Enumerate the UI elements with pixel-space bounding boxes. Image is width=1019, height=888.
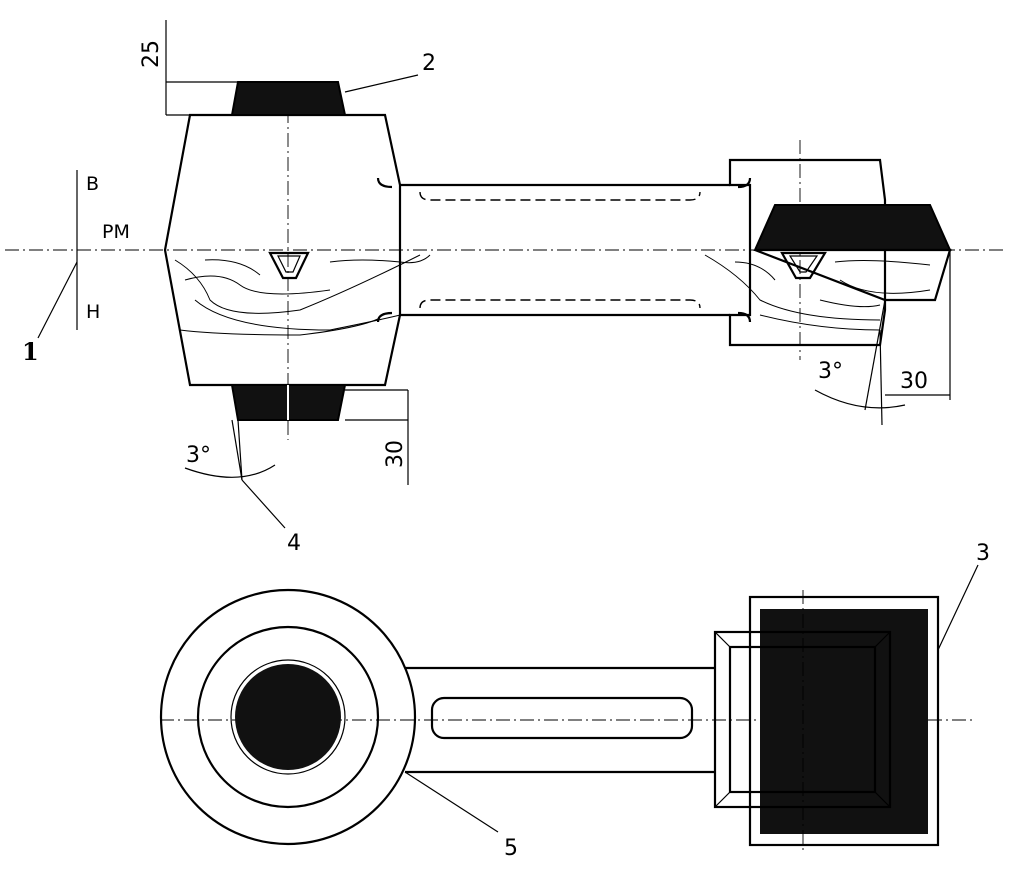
draft-right-line-b <box>879 329 883 426</box>
draft-left-line-b <box>237 419 243 481</box>
callout-3: 3 <box>976 541 990 566</box>
elevation-view: 25 30 30 3° 3° B PM H 1 2 4 <box>5 20 1005 556</box>
draft-left-line-a <box>231 419 243 481</box>
callout-1-leader <box>37 261 78 339</box>
rod-fillet-bl <box>376 311 393 323</box>
v-groove-left-inner <box>277 255 301 273</box>
callout-3-leader <box>937 564 979 651</box>
dim-bottom-allowance: 30 <box>383 440 408 468</box>
callout-5-leader <box>404 771 499 833</box>
label-upper-half: B <box>86 173 99 195</box>
label-parting-line: PM <box>102 221 130 243</box>
round-boss-inner <box>196 625 380 809</box>
draft-left-label: 3° <box>186 443 211 468</box>
arm-slot <box>430 696 694 740</box>
square-core-print-frame <box>748 595 940 847</box>
round-boss-outer <box>159 588 417 846</box>
v-groove-right <box>780 251 827 280</box>
hidden-recess-bottom <box>419 299 701 309</box>
core-print-top <box>230 81 347 116</box>
square-core <box>760 609 928 834</box>
draft-right-label: 3° <box>818 359 843 384</box>
callout-2: 2 <box>422 51 436 76</box>
callout-1: 1 <box>22 337 39 366</box>
callout-2-leader <box>344 74 419 93</box>
hidden-recess-top <box>419 191 701 201</box>
draft-left-arc <box>184 464 276 478</box>
right-boss <box>728 158 887 347</box>
core-print-right <box>753 204 952 251</box>
label-lower-half: H <box>86 301 100 323</box>
rod-fillet-tl <box>376 177 393 189</box>
square-boss-top <box>728 645 877 794</box>
v-groove-left <box>268 251 310 280</box>
callout-5: 5 <box>504 836 518 861</box>
left-boss <box>163 113 402 387</box>
dim-top-allowance: 25 <box>139 40 164 68</box>
draft-right-line-a <box>864 299 886 411</box>
callout-4: 4 <box>287 531 301 556</box>
draft-right-arc <box>814 389 906 409</box>
core-round <box>235 664 341 770</box>
v-groove-right-inner <box>788 255 819 273</box>
dim-right-allowance: 30 <box>900 369 928 394</box>
core-ring <box>230 659 346 775</box>
square-boss <box>713 630 892 809</box>
right-boss-lower-flange <box>754 248 952 302</box>
plan-view: 3 5 <box>159 541 990 861</box>
wood-grain <box>174 254 931 336</box>
callout-4-leader <box>241 479 286 529</box>
